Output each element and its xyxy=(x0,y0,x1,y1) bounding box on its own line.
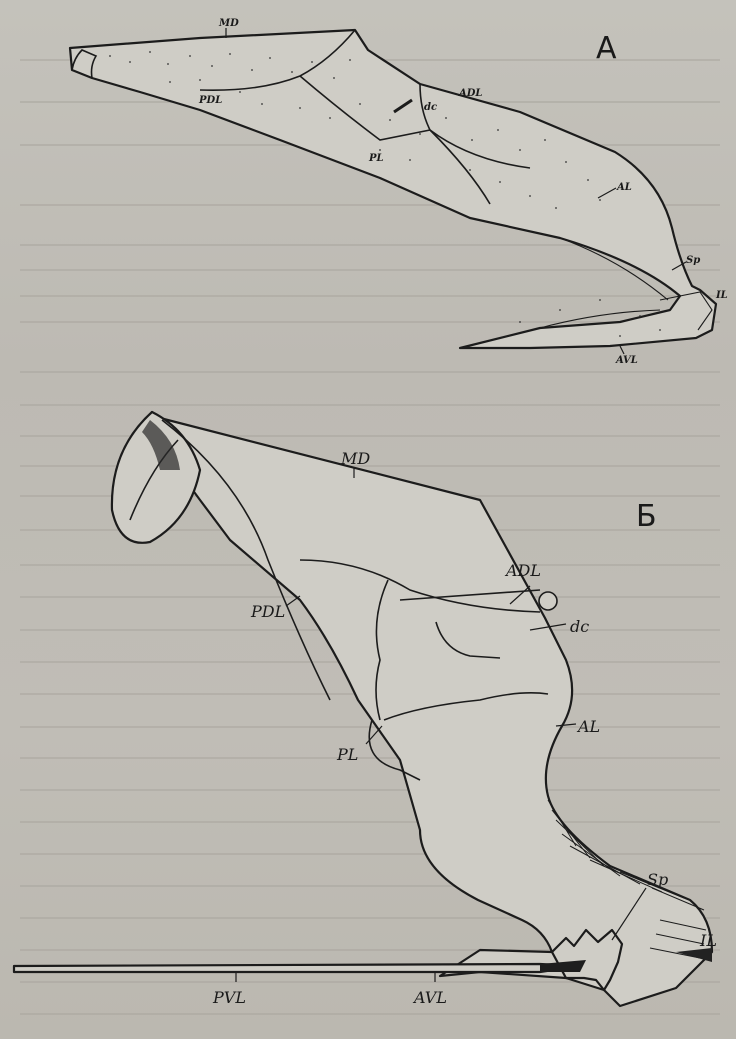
panel-b-label-pvl: PVL xyxy=(212,988,246,1007)
panel-b-label-sp: Sp xyxy=(647,870,668,889)
panel-a-label-pdl: PDL xyxy=(198,95,222,106)
panel-b-label-pdl: PDL xyxy=(250,602,285,621)
panel-b-letter: Б xyxy=(636,499,657,534)
panel-b-label-il: IL xyxy=(699,931,717,950)
panel-a-label-al: AL xyxy=(616,182,632,193)
panel-b-ventral-rod xyxy=(14,964,580,972)
panel-a-label-avl: AVL xyxy=(615,355,638,366)
panel-a-label-dc: dc xyxy=(424,102,437,113)
panel-b-dc-ring xyxy=(539,592,557,610)
panel-a-label-il: IL xyxy=(715,290,728,301)
panel-b-leader-pl xyxy=(366,726,382,744)
panel-b-label-avl: AVL xyxy=(412,988,447,1007)
panel-a: A MD xyxy=(70,18,728,366)
panel-b-label-al: AL xyxy=(576,717,600,736)
panel-b-label-md: MD xyxy=(340,449,370,468)
panel-a-label-adl: ADL xyxy=(458,88,482,99)
panel-b-label-pl: PL xyxy=(336,745,358,764)
panel-a-label-pl: PL xyxy=(368,153,384,164)
panel-b-label-adl: ADL xyxy=(504,561,541,580)
panel-a-letter: A xyxy=(596,31,617,66)
panel-b-label-dc: dc xyxy=(570,617,589,636)
panel-a-label-sp: Sp xyxy=(686,255,700,266)
panel-a-label-md: MD xyxy=(218,18,239,29)
panel-b-outline xyxy=(152,412,712,1006)
panel-a-leader-avl xyxy=(620,346,624,354)
